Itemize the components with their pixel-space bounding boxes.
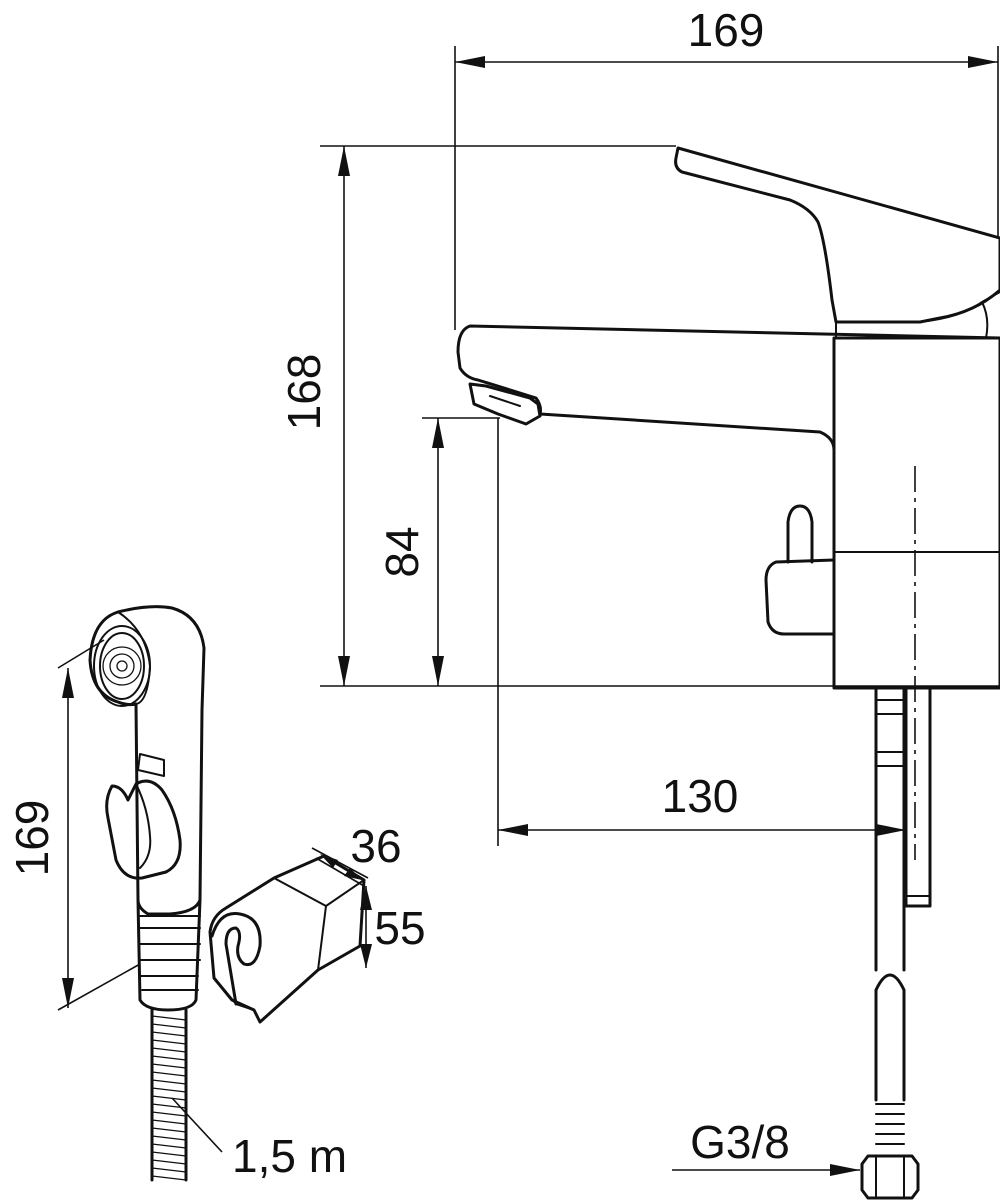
hose-ridge — [151, 1167, 187, 1173]
holder-cradle — [210, 911, 262, 1006]
dim-holder-height: 55 — [360, 886, 426, 968]
hand-shower-head — [88, 605, 206, 916]
hose-ridge — [151, 1119, 187, 1125]
connection-nut — [860, 1154, 920, 1200]
dim-faucet-width: 169 — [454, 4, 999, 330]
dim-label-faucet-width: 169 — [688, 4, 765, 56]
dim-holder-depth: 36 — [311, 820, 402, 887]
dim-label-faucet-height: 168 — [278, 354, 330, 431]
dim-spout-height: 84 — [376, 417, 500, 686]
hand-shower — [88, 605, 206, 1182]
hose-ridge — [151, 1023, 187, 1029]
dim-faucet-height: 168 — [278, 145, 1000, 687]
diverter-knob — [764, 558, 836, 636]
dim-handshower-length: 169 — [6, 639, 141, 1011]
hose-ridge — [151, 1135, 187, 1141]
spout — [456, 324, 1000, 554]
dim-label-holder-height: 55 — [374, 902, 425, 954]
nozzle-holes — [102, 646, 142, 686]
hose-ridge — [151, 1071, 187, 1077]
hose-ridge — [151, 1159, 187, 1165]
hose-ridge — [151, 1175, 187, 1181]
lever-handle — [674, 146, 1000, 324]
faucet-body — [832, 336, 1000, 690]
pipe-break — [874, 973, 906, 1102]
hose-ridge — [151, 1047, 187, 1053]
hose-ridge — [151, 1151, 187, 1157]
dim-label-handshower-length: 169 — [6, 800, 58, 877]
hose — [150, 1008, 188, 1182]
dim-label-spout-reach: 130 — [662, 770, 739, 822]
hose-ridge — [151, 1079, 187, 1085]
dim-label-spout-height: 84 — [376, 526, 428, 577]
aerator — [468, 382, 542, 426]
hose-ridge — [151, 1127, 187, 1133]
dim-label-connection-thread: G3/8 — [690, 1116, 790, 1168]
hose-ridge — [151, 1063, 187, 1069]
hose-ridge — [151, 1015, 187, 1021]
hose-ridge — [151, 1039, 187, 1045]
drain-rod — [904, 686, 932, 908]
faucet-side-view — [456, 146, 1000, 1200]
hose-ridge — [151, 1031, 187, 1037]
dim-connection-thread: G3/8 — [672, 1116, 860, 1176]
dim-hose-length: 1,5 m — [171, 1097, 347, 1182]
hose-ridge — [151, 1143, 187, 1149]
dim-label-hose-length: 1,5 m — [232, 1130, 347, 1182]
popup-knob — [786, 504, 814, 564]
lever-base — [835, 291, 1000, 339]
dim-label-holder-depth: 36 — [350, 820, 401, 872]
hose-ridge — [151, 1111, 187, 1117]
hose-ridge — [151, 1095, 187, 1101]
shower-handle-neck — [136, 898, 202, 1012]
hose-ridge — [151, 1055, 187, 1061]
hose-ridge — [151, 1087, 187, 1093]
dim-spout-reach: 130 — [497, 418, 906, 846]
hose-ridges — [151, 1015, 187, 1181]
holder-body — [208, 854, 366, 1024]
wall-holder — [208, 854, 366, 1024]
trigger-lever — [105, 779, 182, 880]
